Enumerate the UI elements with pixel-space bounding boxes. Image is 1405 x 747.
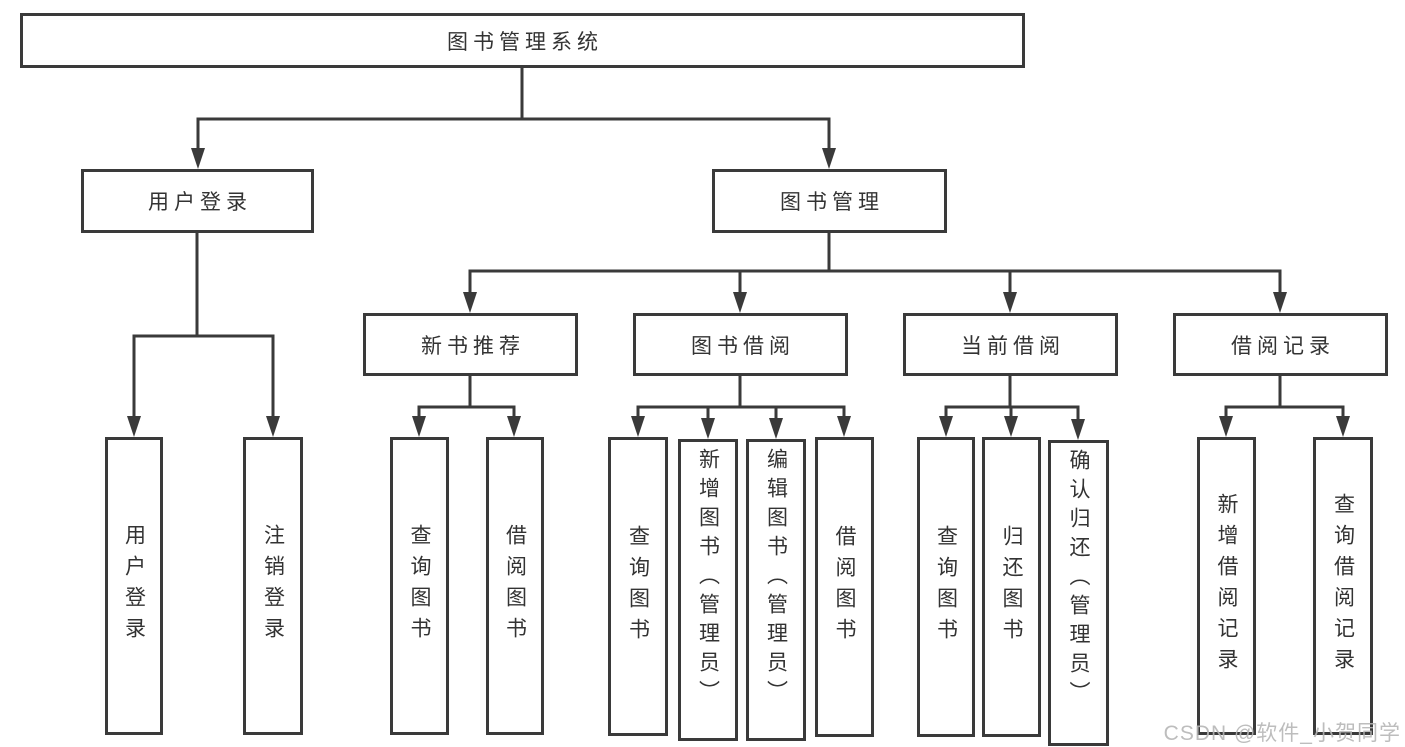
arrow-down-icon <box>507 416 521 437</box>
arrow-down-icon <box>127 416 141 437</box>
node-library-system: 图书管理系统 <box>20 13 1025 68</box>
node-book-management: 图书管理 <box>712 169 947 233</box>
leaf-edit-book-admin: 编辑图书（管理员） <box>746 439 806 741</box>
arrow-down-icon <box>1003 292 1017 313</box>
leaf-add-borrow-record: 新增借阅记录 <box>1197 437 1256 735</box>
leaf-query-borrow-record: 查询借阅记录 <box>1313 437 1373 735</box>
node-borrow-record: 借阅记录 <box>1173 313 1388 376</box>
arrow-down-icon <box>769 418 783 439</box>
arrow-down-icon <box>412 416 426 437</box>
leaf-add-book-admin: 新增图书（管理员） <box>678 439 738 741</box>
arrow-down-icon <box>463 292 477 313</box>
leaf-return-book: 归还图书 <box>982 437 1041 737</box>
leaf-query-book-borrow: 查询图书 <box>608 437 668 736</box>
connector-arrows <box>127 148 1350 440</box>
leaf-confirm-return-admin: 确认归还（管理员） <box>1048 440 1109 746</box>
arrow-down-icon <box>733 292 747 313</box>
arrow-down-icon <box>1004 416 1018 437</box>
node-current-borrow: 当前借阅 <box>903 313 1118 376</box>
leaf-query-book-current: 查询图书 <box>917 437 975 737</box>
arrow-down-icon <box>939 416 953 437</box>
node-book-borrow: 图书借阅 <box>633 313 848 376</box>
arrow-down-icon <box>266 416 280 437</box>
connector-lines <box>132 66 1345 424</box>
arrow-down-icon <box>631 416 645 437</box>
leaf-user-login: 用户登录 <box>105 437 163 735</box>
arrow-down-icon <box>822 148 836 169</box>
arrow-down-icon <box>1071 419 1085 440</box>
leaf-logout: 注销登录 <box>243 437 303 735</box>
arrow-down-icon <box>1273 292 1287 313</box>
arrow-down-icon <box>701 418 715 439</box>
leaf-borrow-book-recommend: 借阅图书 <box>486 437 544 735</box>
arrow-down-icon <box>837 416 851 437</box>
arrow-down-icon <box>1219 416 1233 437</box>
node-new-book-recommend: 新书推荐 <box>363 313 578 376</box>
leaf-borrow-book: 借阅图书 <box>815 437 874 737</box>
leaf-query-book-recommend: 查询图书 <box>390 437 449 735</box>
watermark: CSDN @软件_小贺同学 <box>1163 722 1401 745</box>
node-user-login: 用户登录 <box>81 169 314 233</box>
arrow-down-icon <box>191 148 205 169</box>
arrow-down-icon <box>1336 416 1350 437</box>
